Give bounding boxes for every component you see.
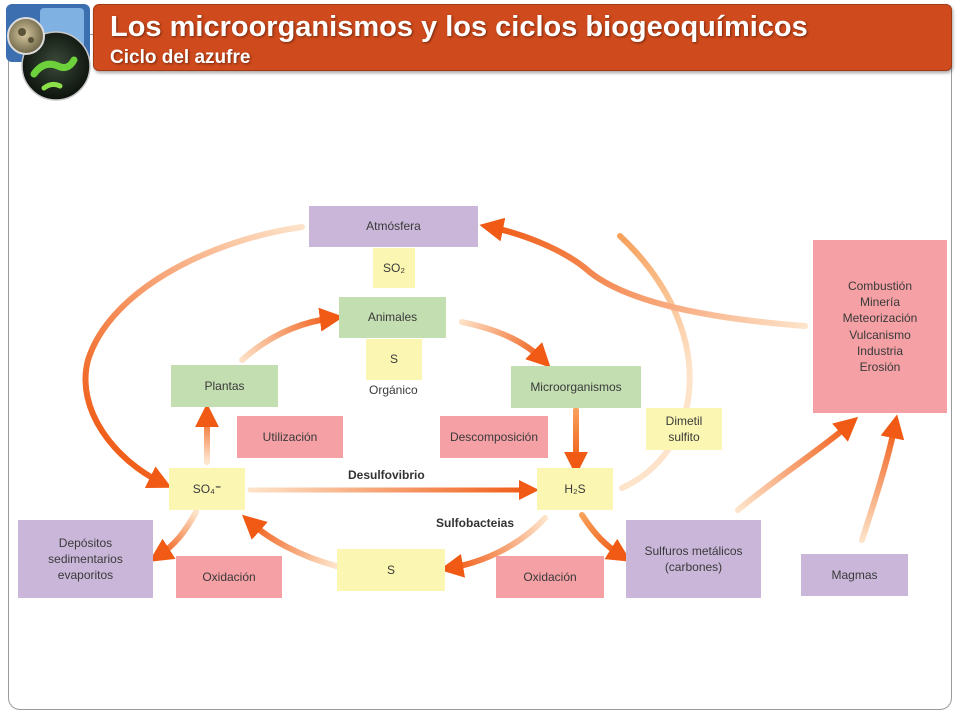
title-bar: Los microorganismos y los ciclos biogeoq… bbox=[93, 4, 952, 71]
arrow-s-to-so4 bbox=[241, 514, 339, 569]
arrow-animales-to-microorganismos bbox=[459, 319, 551, 368]
node-animales: Animales bbox=[339, 297, 446, 338]
arrow-h2s-to-sulfuros bbox=[579, 512, 632, 562]
arrow-sources-to-atmosphere bbox=[479, 217, 808, 329]
label-organico: Orgánico bbox=[369, 383, 418, 397]
arrow-plantas-to-animales bbox=[239, 307, 344, 363]
node-dimetil-sulfito: Dimetil sulfito bbox=[646, 408, 722, 450]
node-microorganismos: Microorganismos bbox=[511, 366, 641, 408]
microbiology-logo-icon bbox=[6, 4, 91, 101]
arrow-h2s-to-s bbox=[439, 515, 548, 578]
node-s-middle: S bbox=[337, 549, 445, 591]
node-s-organico: S bbox=[366, 339, 422, 380]
arrow-magmas-to-sources bbox=[859, 414, 905, 543]
node-sulfuros-metalicos: Sulfuros metálicos (carbones) bbox=[626, 520, 761, 598]
label-sulfobacteias: Sulfobacteias bbox=[436, 516, 515, 530]
node-atmosfera: Atmósfera bbox=[309, 206, 478, 247]
arrow-so4-to-depositos bbox=[148, 509, 199, 562]
node-plantas: Plantas bbox=[171, 365, 278, 407]
label-desulfovibrio: Desulfovibrio bbox=[348, 468, 425, 482]
arrow-sulfuros-to-sources bbox=[735, 416, 859, 513]
node-descomposicion: Descomposición bbox=[440, 416, 548, 458]
node-oxidacion-left: Oxidación bbox=[176, 556, 282, 598]
node-so2: SO₂ bbox=[373, 248, 415, 288]
slide-frame bbox=[8, 34, 952, 710]
arrow-atmosphere-to-so4 bbox=[82, 224, 305, 488]
node-oxidacion-right: Oxidación bbox=[496, 556, 604, 598]
node-fuentes: Combustión Minería Meteorización Vulcani… bbox=[813, 240, 947, 413]
slide-title: Los microorganismos y los ciclos biogeoq… bbox=[110, 11, 808, 43]
slide-subtitle: Ciclo del azufre bbox=[110, 47, 251, 68]
arrow-right-loop bbox=[617, 233, 693, 491]
node-so4: SO₄⁼ bbox=[169, 468, 245, 510]
node-utilizacion: Utilización bbox=[237, 416, 343, 458]
node-h2s: H₂S bbox=[537, 468, 613, 510]
node-depositos: Depósitos sedimentarios evaporitos bbox=[18, 520, 153, 598]
node-magmas: Magmas bbox=[801, 554, 908, 596]
